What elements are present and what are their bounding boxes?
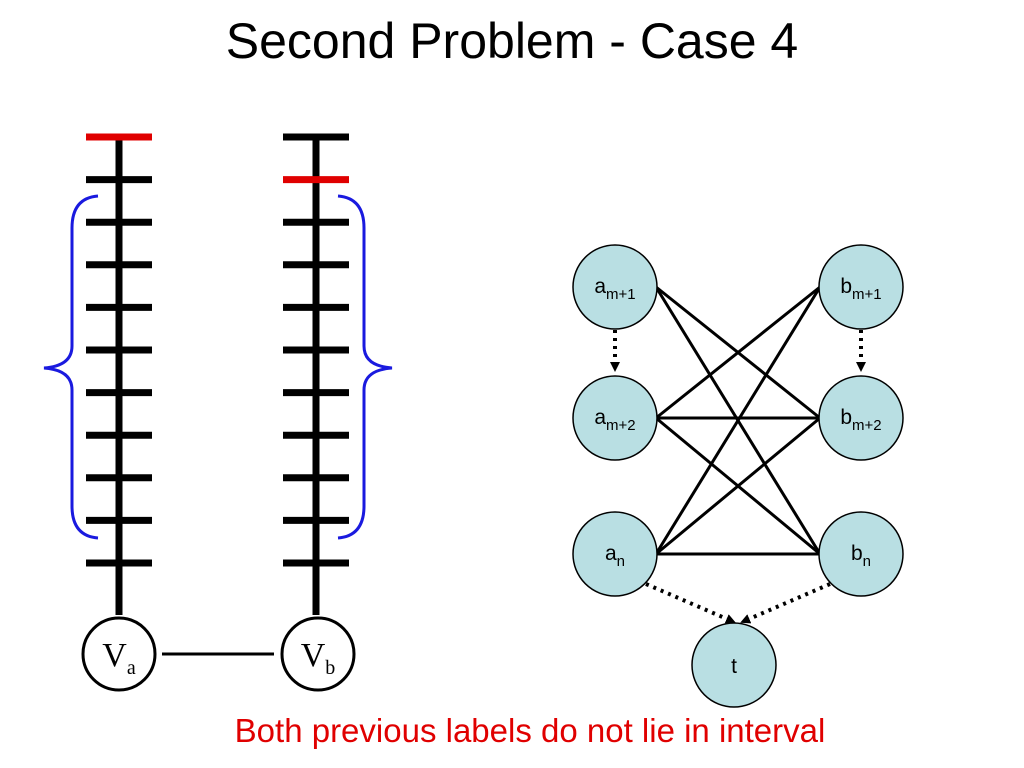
arrow-an-t [645, 582, 736, 624]
svg-text:bn: bn [851, 542, 871, 570]
vertex-va: Va [81, 616, 157, 692]
node-bm2-label: b [840, 406, 852, 429]
node-am2: am+2 [572, 375, 658, 461]
slide-caption: Both previous labels do not lie in inter… [235, 712, 826, 749]
node-am2-label: a [594, 406, 606, 429]
node-bn: bn [818, 511, 904, 597]
vertex-va-subscript: a [127, 657, 136, 679]
node-an-label: a [605, 542, 617, 565]
left-ladder-rungs [86, 133, 152, 567]
edge-an-bm1 [654, 286, 822, 555]
node-bm2-subscript: m+2 [852, 417, 882, 434]
left-ladder [86, 133, 152, 615]
node-t: t [691, 622, 777, 708]
bipartite-edges [654, 285, 822, 556]
node-bm1: bm+1 [818, 244, 904, 330]
svg-text:Vb: Vb [301, 637, 336, 679]
svg-text:bm+1: bm+1 [840, 275, 881, 303]
svg-text:Va: Va [102, 637, 136, 679]
right-ladder [283, 133, 349, 615]
node-am2-subscript: m+2 [606, 417, 636, 434]
node-an: an [572, 511, 658, 597]
node-bn-label: b [851, 542, 863, 565]
right-ladder-rungs [283, 133, 349, 567]
vertex-vb: Vb [280, 616, 356, 692]
right-interval-brace [337, 194, 393, 540]
svg-text:am+1: am+1 [594, 275, 635, 303]
vertex-vb-subscript: b [325, 657, 335, 679]
slide-title: Second Problem - Case 4 [226, 13, 799, 69]
vertex-va-label: V [102, 637, 127, 674]
node-bm1-subscript: m+1 [852, 286, 882, 303]
arrow-bn-t [740, 582, 831, 624]
vertex-vb-label: V [301, 637, 326, 674]
node-am1: am+1 [572, 244, 658, 330]
dotted-arrows [610, 330, 866, 624]
node-am1-label: a [594, 275, 606, 298]
node-an-subscript: n [617, 553, 625, 570]
left-interval-brace [43, 194, 99, 540]
node-bn-subscript: n [863, 553, 871, 570]
edge-an-bm2 [655, 416, 821, 556]
svg-text:am+2: am+2 [594, 406, 635, 434]
node-t-label: t [731, 655, 737, 678]
edge-am2-bm1 [655, 285, 821, 420]
node-bm2: bm+2 [818, 375, 904, 461]
node-bm1-label: b [840, 275, 852, 298]
svg-text:bm+2: bm+2 [840, 406, 881, 434]
svg-text:an: an [605, 542, 625, 570]
node-am1-subscript: m+1 [606, 286, 636, 303]
